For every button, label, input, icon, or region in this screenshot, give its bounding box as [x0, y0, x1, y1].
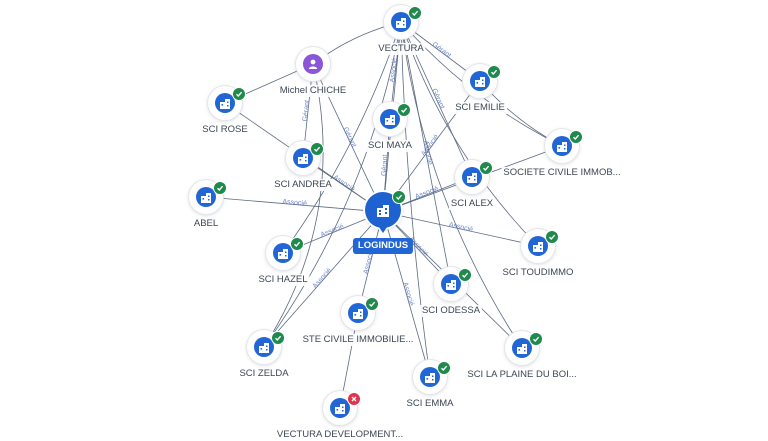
check-icon — [437, 361, 451, 375]
edge-label: Associé — [422, 140, 433, 165]
node-label[interactable]: SOCIETE CIVILE IMMOB... — [501, 167, 623, 179]
node-label[interactable]: SCI ODESSA — [419, 305, 483, 317]
check-icon — [529, 332, 543, 346]
building-icon — [380, 109, 400, 129]
node-label[interactable]: SCI TOUDIMMO — [500, 267, 576, 279]
edge-center-abel — [205, 196, 384, 213]
edge-vectura-sci_emma — [400, 21, 431, 378]
edge-label: Associé — [401, 281, 414, 307]
building-icon — [293, 148, 313, 168]
building-icon — [215, 93, 235, 113]
node-label[interactable]: SCI EMILIE — [453, 102, 507, 114]
check-icon — [487, 65, 501, 79]
edge-label: Associé — [414, 185, 439, 201]
check-icon — [365, 297, 379, 311]
building-icon — [377, 205, 389, 217]
center-label[interactable]: LOGINDUS — [352, 238, 414, 254]
edge-vectura-sci_odessa — [400, 21, 452, 285]
building-icon — [391, 12, 411, 32]
edge-label: Associé — [448, 221, 474, 233]
edge-label: Gérant — [381, 154, 390, 176]
node-label[interactable]: SCI LA PLAINE DU BOI... — [465, 369, 579, 381]
node-label[interactable]: SCI ANDREA — [272, 179, 334, 191]
edge-label: Associé — [282, 198, 307, 207]
center-pin[interactable] — [365, 192, 401, 228]
building-icon — [330, 398, 350, 418]
edge-label: Gérant — [302, 100, 311, 122]
check-icon — [310, 142, 324, 156]
node-label[interactable]: Michel CHICHE — [277, 85, 349, 97]
check-icon — [232, 87, 246, 101]
building-icon — [512, 338, 532, 358]
node-label[interactable]: ABEL — [191, 218, 221, 230]
node-circle[interactable] — [208, 86, 242, 120]
building-icon — [470, 71, 490, 91]
building-icon — [420, 367, 440, 387]
edge-vectura-sci_alex — [400, 21, 473, 178]
node-label[interactable]: SCI ROSE — [200, 124, 250, 136]
check-icon — [397, 103, 411, 117]
pin-tip — [377, 224, 389, 233]
check-icon — [290, 237, 304, 251]
edge-michel-sci_zelda — [263, 63, 324, 348]
edge-vectura-sci_zelda — [263, 21, 402, 348]
building-icon — [254, 337, 274, 357]
node-label[interactable]: STE CIVILE IMMOBILIE... — [300, 334, 416, 346]
building-icon — [528, 236, 548, 256]
node-label[interactable]: SCI MAYA — [366, 140, 414, 152]
edge-vectura-sci_plaine — [400, 21, 523, 349]
edge-label: Associé — [389, 58, 399, 83]
building-icon — [552, 136, 572, 156]
node-label[interactable]: SCI EMMA — [404, 398, 456, 410]
building-icon — [348, 303, 368, 323]
node-label[interactable]: SCI HAZEL — [256, 274, 310, 286]
edge-label: Associé — [320, 223, 345, 239]
node-label[interactable]: VECTURA — [376, 43, 426, 55]
check-icon — [458, 268, 472, 282]
check-icon — [408, 6, 422, 20]
check-icon — [545, 230, 559, 244]
check-icon — [271, 331, 285, 345]
edge-vectura-sci_toudimmo — [400, 21, 539, 247]
cross-icon — [347, 392, 361, 406]
building-icon — [441, 274, 461, 294]
check-icon — [213, 181, 227, 195]
person-icon — [303, 54, 323, 74]
node-label[interactable]: VECTURA DEVELOPMENT... — [274, 429, 406, 441]
edge-label: Associé — [312, 267, 334, 290]
check-icon — [479, 161, 493, 175]
edge-center-sci_toudimmo — [382, 211, 539, 247]
building-icon — [462, 167, 482, 187]
node-label[interactable]: SCI ZELDA — [237, 368, 291, 380]
check-icon — [569, 130, 583, 144]
check-icon — [392, 190, 406, 204]
building-icon — [273, 243, 293, 263]
building-icon — [196, 187, 216, 207]
node-circle[interactable] — [296, 47, 330, 81]
node-label[interactable]: SCI ALEX — [448, 198, 496, 210]
edge-center-sci_zelda — [263, 211, 384, 348]
node-circle[interactable] — [505, 331, 539, 365]
